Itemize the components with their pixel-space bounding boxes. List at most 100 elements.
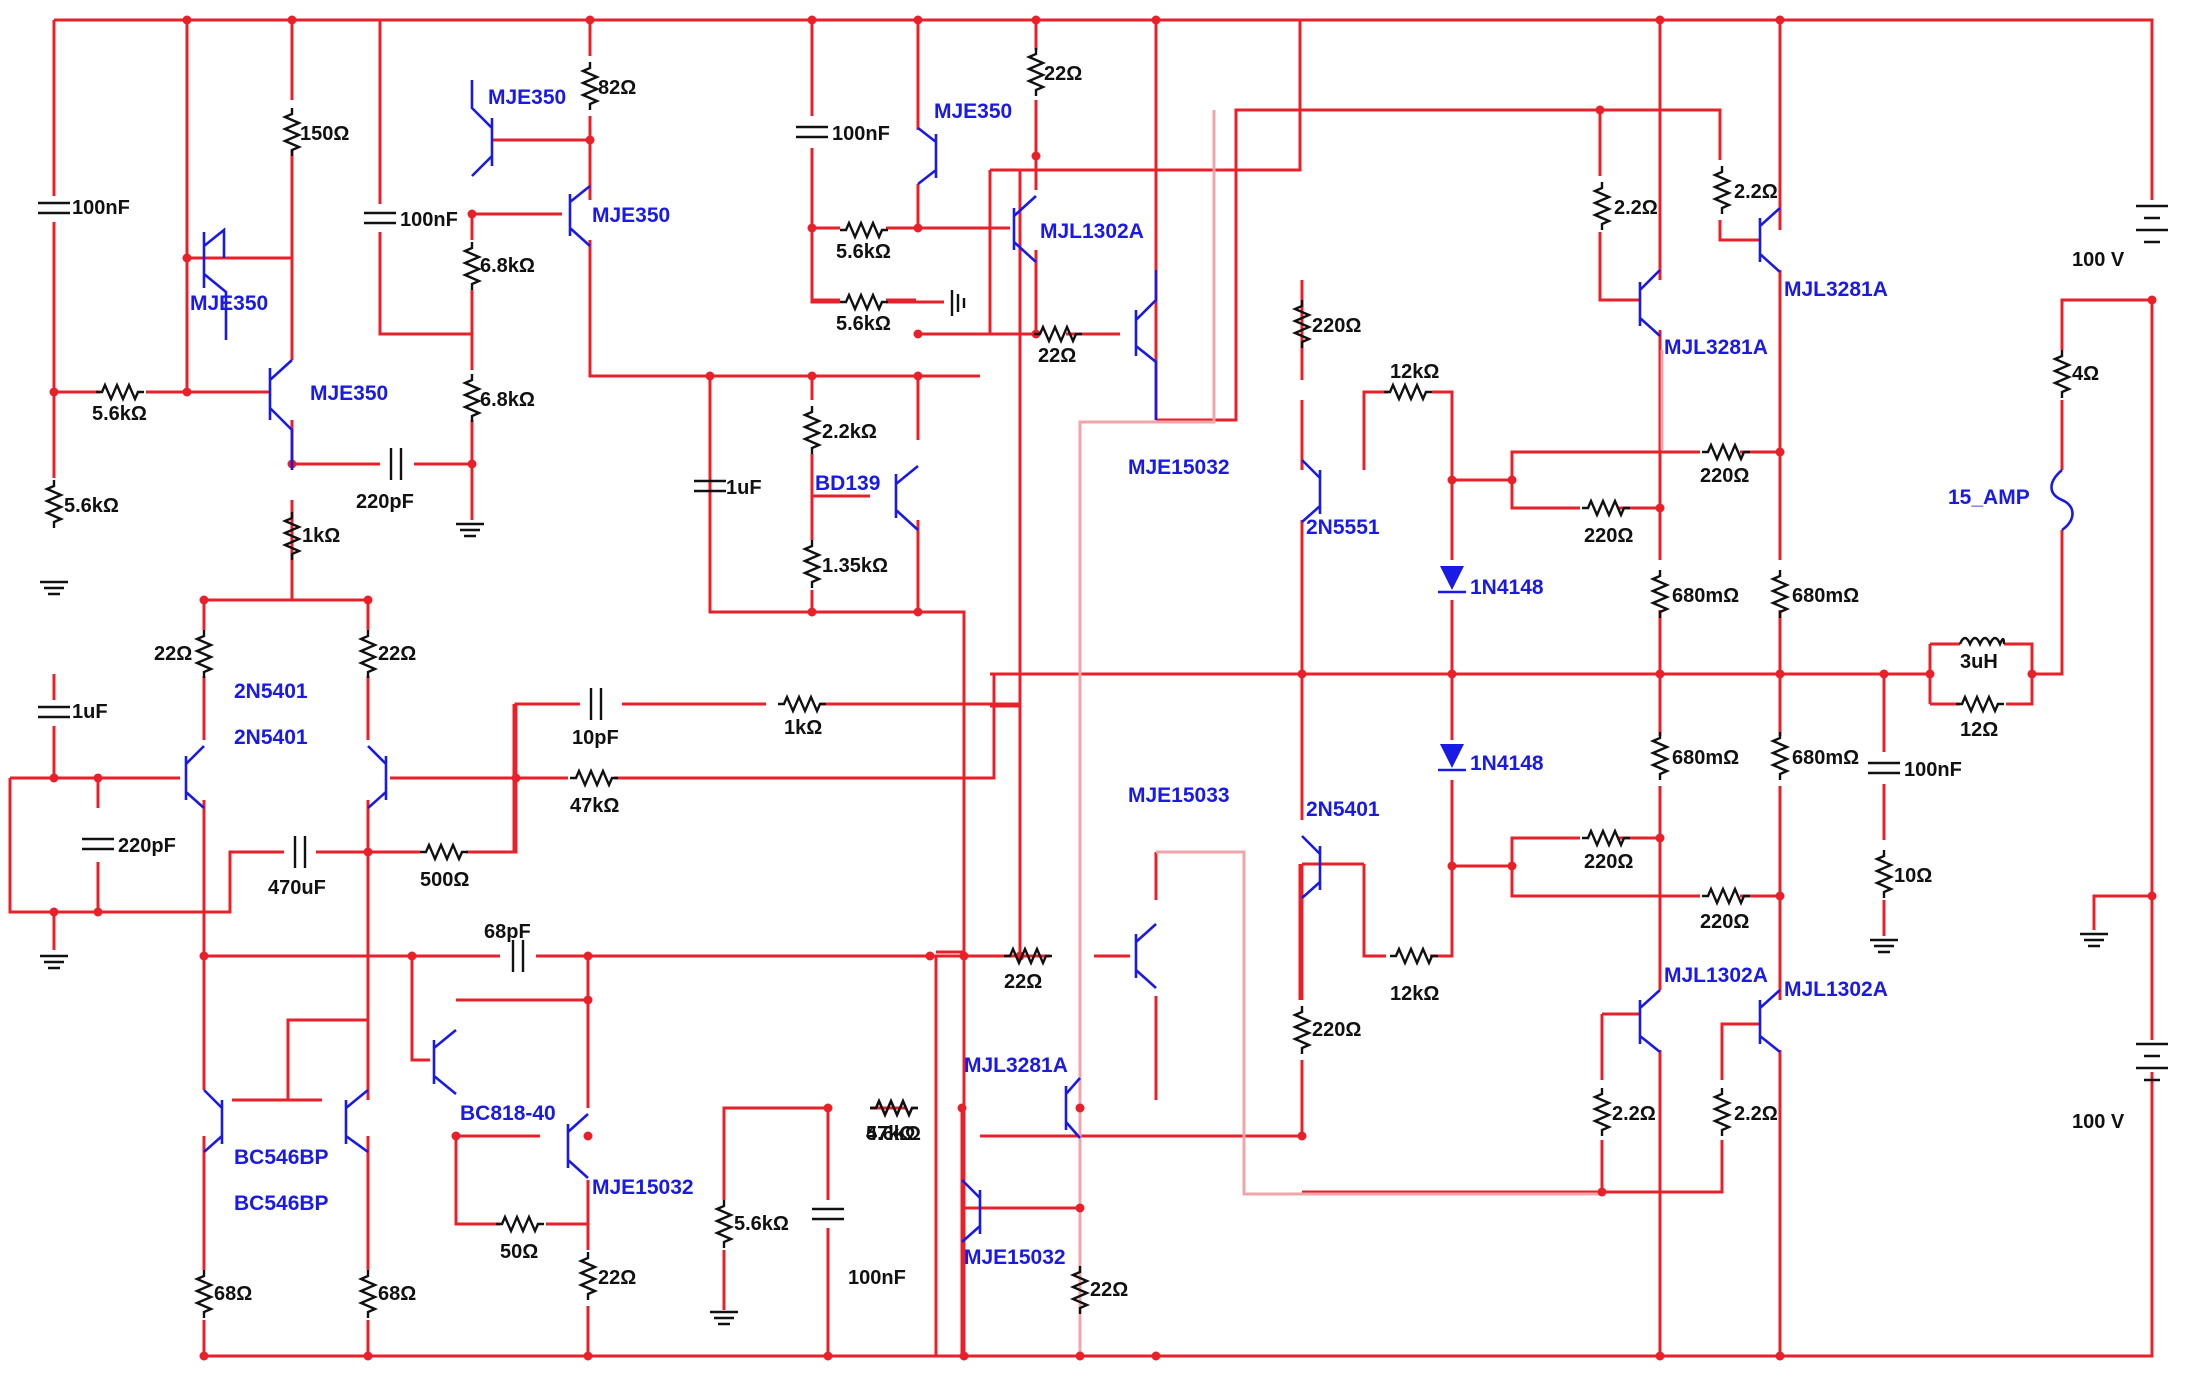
wire (456, 998, 590, 1090)
junction-dot (1031, 15, 1041, 25)
junction-dot (1075, 1351, 1085, 1361)
junction-dot (182, 387, 192, 397)
transistor-label: MJE350 (934, 100, 1012, 123)
junction-dot (1075, 1103, 1085, 1113)
battery-symbol (2136, 204, 2168, 244)
transistor-label: MJL1302A (1664, 964, 1768, 987)
battery-symbol (2136, 1042, 2168, 1082)
junction-dot (363, 847, 373, 857)
resistor-symbol (2051, 350, 2073, 398)
resistor-symbol (1291, 1006, 1313, 1054)
resistor-label: 4Ω (2072, 363, 2099, 385)
transistor-symbol (1638, 989, 1661, 1054)
junction-dot (2147, 295, 2157, 305)
resistor-symbol (1025, 48, 1047, 96)
junction-dot (407, 951, 417, 961)
transistor-label: MJE15032 (964, 1246, 1066, 1269)
transistor-symbol (1134, 923, 1157, 989)
capacitor-label: 220pF (356, 491, 414, 513)
ground-symbol (1870, 938, 1898, 954)
diode-label: 1N4148 (1470, 752, 1544, 775)
wire (588, 240, 980, 378)
junction-dot (93, 907, 103, 917)
wire (1718, 220, 1760, 242)
wire (810, 148, 840, 302)
wire (2032, 530, 2064, 676)
junction-dot (1031, 151, 1041, 161)
junction-dot (585, 15, 595, 25)
junction-dot (705, 371, 715, 381)
inductor-symbol (1958, 636, 2006, 648)
junction-dot (913, 371, 923, 381)
capacitor-symbol (293, 836, 307, 868)
transistor-label: 2N5551 (1306, 516, 1380, 539)
transistor-label: MJL1302A (1040, 220, 1144, 243)
wire (414, 462, 474, 520)
ground-symbol (40, 954, 68, 970)
transistor-labels: MJE350 MJE350 MJE350 MJE350 MJE350 MJL13… (190, 86, 1888, 1269)
transistor-label: MJE350 (488, 86, 566, 109)
transistor-symbol (917, 126, 938, 186)
junction-dot (585, 135, 595, 145)
resistor-symbol (496, 1213, 544, 1235)
transistor-label: 2N5401 (1306, 798, 1380, 821)
junction-dot (1297, 669, 1307, 679)
junction-dot (583, 951, 593, 961)
transistor-label: MJL3281A (1784, 278, 1888, 301)
junction-dot (1925, 669, 1935, 679)
wire (1600, 1140, 1724, 1194)
wire (1510, 480, 1580, 510)
resistor-symbol (870, 1097, 918, 1119)
junction-dot (1595, 105, 1605, 115)
transistor-symbol (566, 1113, 589, 1179)
transistor-symbol (1638, 269, 1661, 337)
resistor-label: 22Ω (1044, 63, 1082, 85)
capacitor-label: 68pF (484, 921, 531, 943)
resistor-labels: 150Ω82Ω22Ω6.8kΩ6.8kΩ5.6kΩ5.6kΩ5.6kΩ5.6kΩ… (64, 63, 2099, 1305)
component-symbols (40, 80, 2168, 1326)
resistor-label: 1kΩ (302, 525, 340, 547)
capacitor-label: 100nF (400, 209, 458, 231)
capacitor-symbol (38, 201, 70, 215)
resistor-label: 12kΩ (1390, 361, 1439, 383)
wire (1362, 390, 1388, 470)
junction-dot (1655, 15, 1665, 25)
junction-dot (957, 1103, 967, 1113)
resistor-label: 5.6kΩ (836, 241, 891, 263)
resistor-label: 2.2Ω (1614, 197, 1658, 219)
resistor-label: 680mΩ (1672, 585, 1739, 607)
junction-dot (807, 15, 817, 25)
resistor-symbol (281, 512, 303, 560)
resistor-symbol (1769, 732, 1791, 780)
transistor-symbol (367, 745, 388, 809)
resistor-symbol (420, 841, 468, 863)
resistor-symbol (1384, 381, 1432, 403)
resistor-symbol (96, 381, 144, 403)
transistor-symbol (961, 1179, 982, 1243)
junction-dot (511, 773, 521, 783)
resistor-label: 1.35kΩ (822, 555, 888, 577)
junction-dot (182, 253, 192, 263)
wire (8, 778, 54, 914)
junction-dot (1075, 1203, 1085, 1213)
wire (1720, 1022, 1760, 1080)
transistor-label: MJE15033 (1128, 784, 1230, 807)
resistor-label: 220Ω (1700, 465, 1749, 487)
diode-symbol (1438, 744, 1466, 772)
wire (378, 232, 472, 336)
wire (454, 1136, 500, 1226)
resistor-symbol (1034, 323, 1082, 345)
wire (990, 334, 1022, 708)
junction-dot (925, 951, 935, 961)
resistor-label: 22Ω (598, 1267, 636, 1289)
junction-dot (823, 1103, 833, 1113)
ground-symbol (456, 522, 484, 538)
transistor-symbol (268, 359, 294, 470)
transistor-label: MJL1302A (1784, 978, 1888, 1001)
capacitor-label: 100nF (832, 123, 890, 145)
resistor-label: 2.2kΩ (822, 421, 877, 443)
resistor-label: 5.6kΩ (734, 1213, 789, 1235)
resistor-symbol (43, 480, 65, 528)
wire (1452, 836, 1580, 868)
